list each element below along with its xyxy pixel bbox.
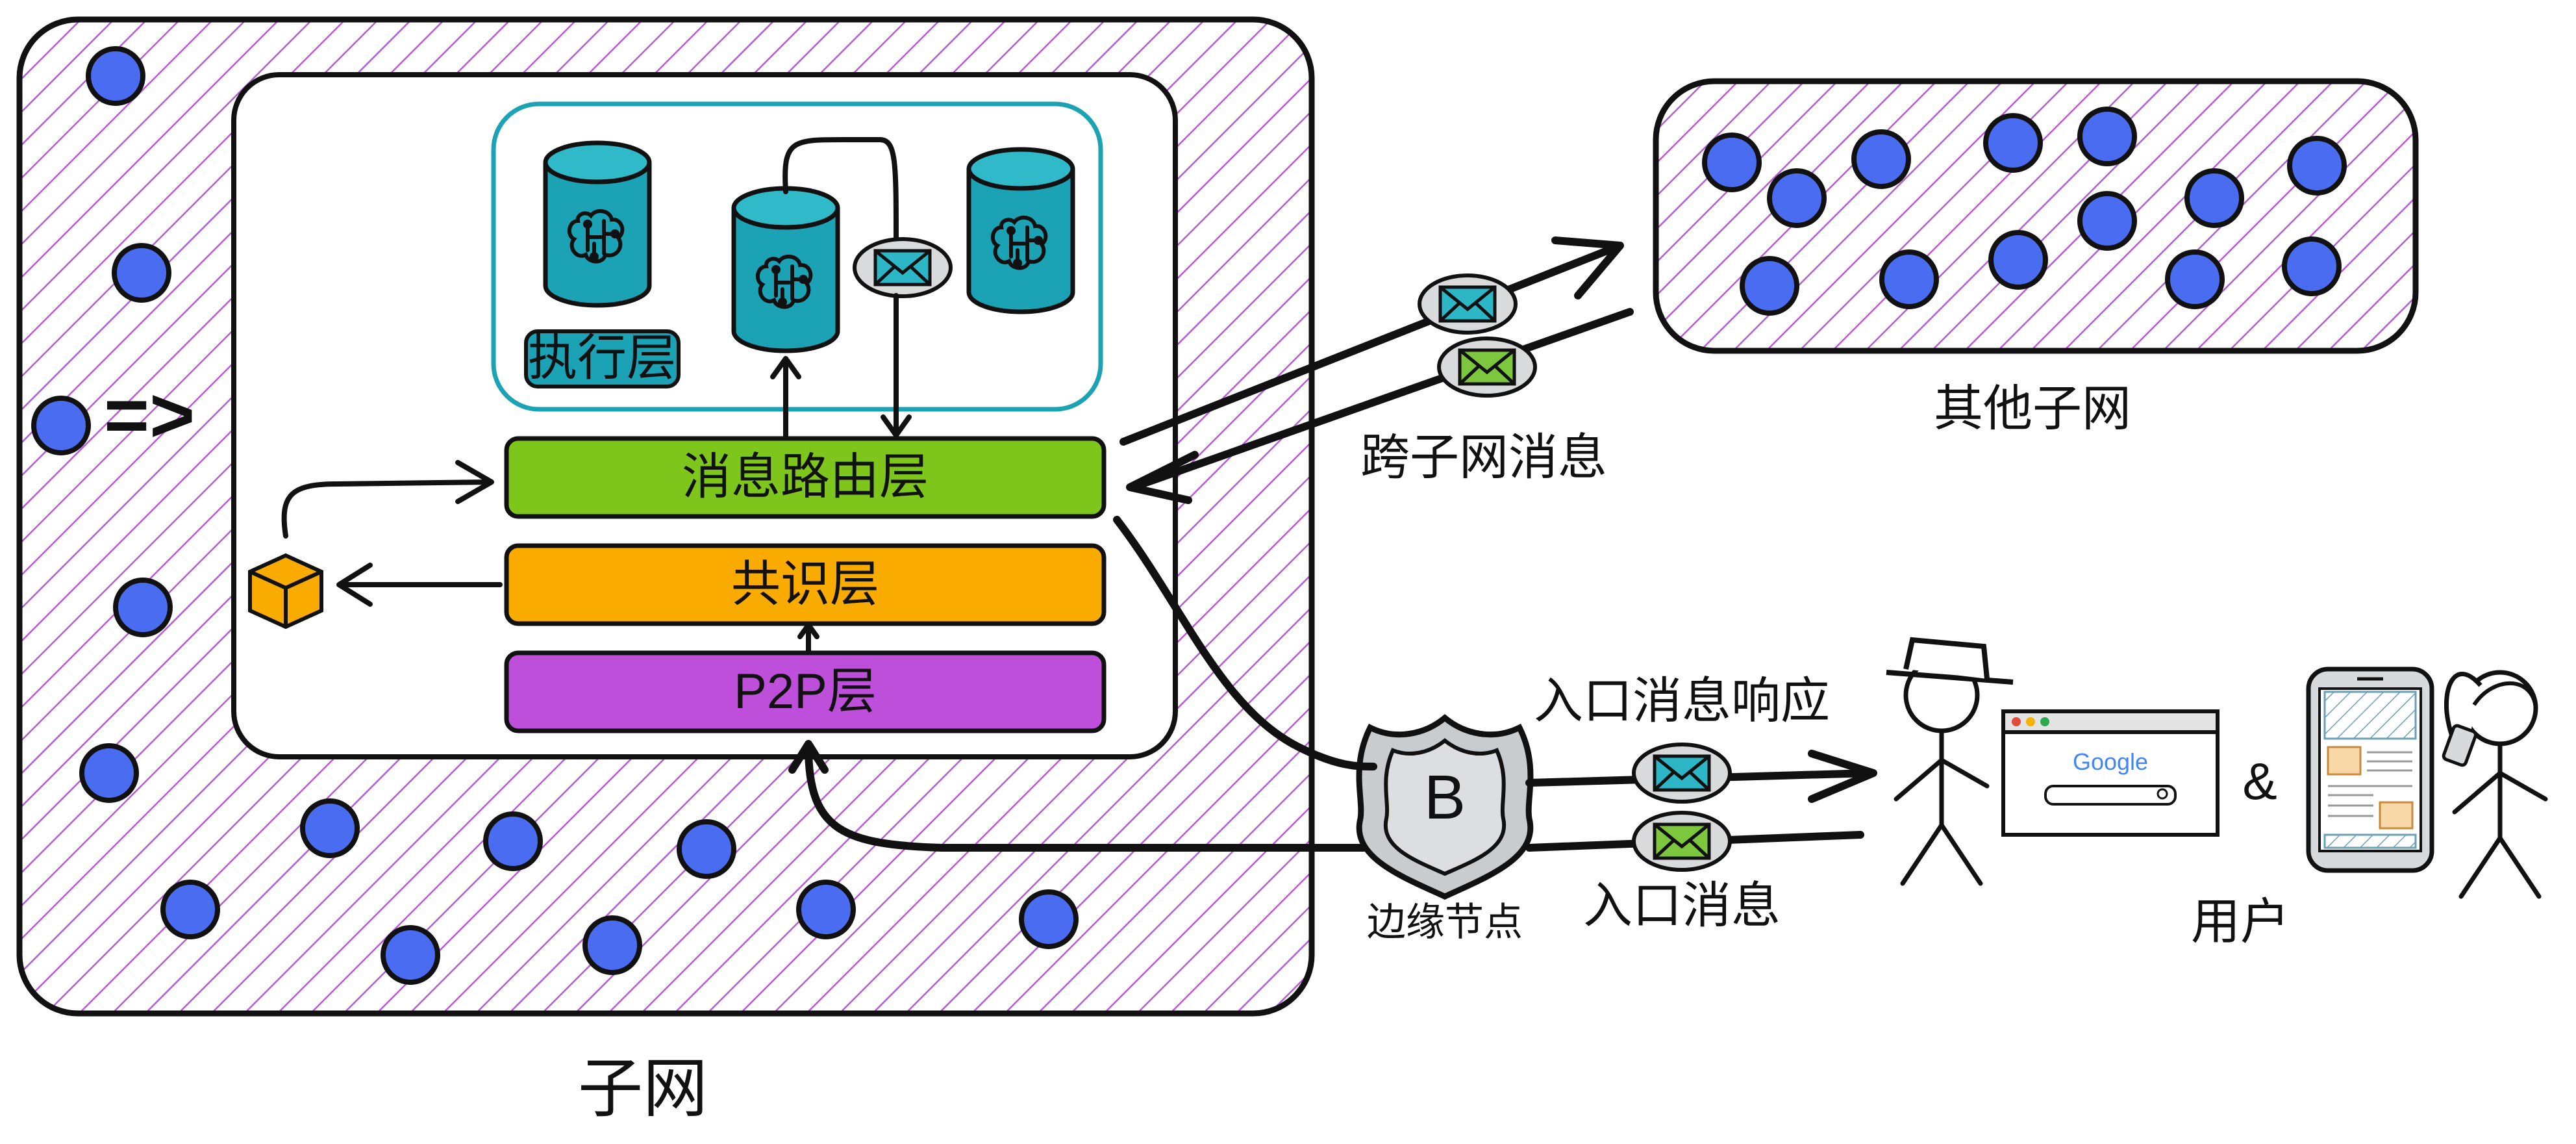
boundary-node-label: 边缘节点 (1367, 900, 1523, 944)
canister-icon (734, 188, 838, 351)
ingress-response-label: 入口消息响应 (1534, 674, 1830, 729)
message-routing-layer: 消息路由层 (504, 436, 1107, 519)
ingress-arrows (1525, 744, 1877, 870)
consensus-label: 共识层 (731, 557, 879, 612)
subnet-node (163, 882, 218, 937)
other-subnets-box (1653, 78, 2419, 354)
block-cube-icon (248, 553, 323, 629)
consensus-to-block-arrow (336, 563, 503, 607)
replica-expand-arrow: => (104, 372, 195, 459)
p2p-to-consensus-arrow (797, 622, 819, 654)
cross-subnet-messages-label: 跨子网消息 (1360, 430, 1607, 485)
mobile-phone-icon (2306, 667, 2434, 873)
block-to-routing-arrow (281, 460, 494, 539)
subnet-node (34, 398, 88, 453)
execution-layer: 执行层 (491, 101, 1103, 412)
envelope-icon (1439, 338, 1535, 396)
subnet-label: 子网 (578, 1052, 708, 1125)
p2p-label: P2P层 (734, 664, 877, 719)
message-routing-label: 消息路由层 (682, 450, 929, 505)
users-label: 用户 (2191, 895, 2290, 950)
ingress-messages-label: 入口消息 (1583, 878, 1781, 934)
ampersand-label: & (2242, 752, 2277, 810)
canister-icon (545, 143, 649, 305)
subnet-node (679, 822, 734, 876)
envelope-icon (1634, 744, 1730, 802)
subnet-node (114, 246, 169, 300)
user-with-phone-icon (2442, 672, 2545, 896)
boundary-node-shield-icon: B (1356, 714, 1534, 900)
subnet-node (585, 918, 640, 972)
p2p-layer: P2P层 (504, 650, 1107, 733)
subnet-node (383, 928, 438, 982)
subnet-node (116, 580, 170, 635)
cross-subnet-arrows (1119, 236, 1634, 504)
subnet-node (303, 801, 357, 856)
svg-text:B: B (1424, 763, 1466, 832)
other-subnets-label: 其他子网 (1934, 381, 2131, 437)
consensus-layer: 共识层 (504, 543, 1107, 626)
canister-icon (969, 149, 1073, 312)
envelope-icon (1419, 275, 1516, 333)
envelope-icon (1634, 813, 1730, 870)
boundary-to-p2p-arrow (788, 740, 1368, 852)
exec-routing-arrows (770, 293, 912, 439)
subnet-node (799, 882, 853, 937)
subnet-node (1021, 892, 1076, 947)
routing-to-boundary-curve (1113, 516, 1377, 770)
subnet-node (486, 814, 540, 869)
user-with-hat-icon (1886, 637, 2014, 883)
subnet-node (88, 49, 143, 103)
browser-brand-text: Google (2073, 748, 2148, 775)
envelope-icon (855, 239, 951, 296)
execution-layer-label: 执行层 (528, 331, 676, 386)
subnet-node (82, 746, 136, 800)
browser-window-icon: Google (2001, 709, 2220, 837)
